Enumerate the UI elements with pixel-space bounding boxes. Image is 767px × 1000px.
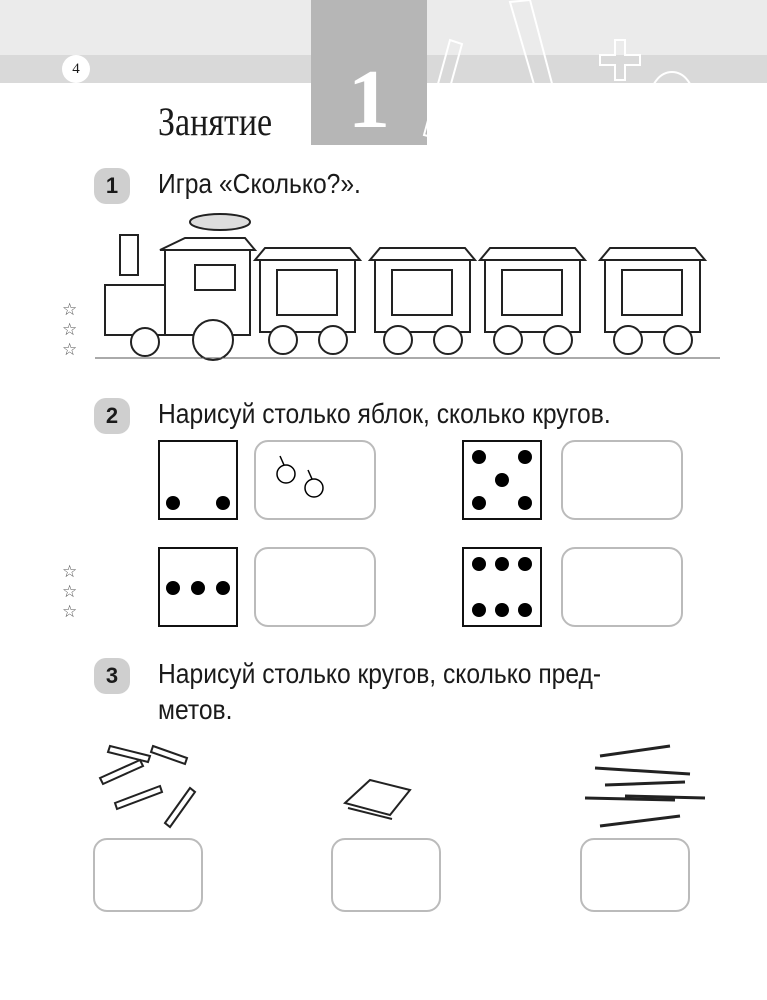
train-illustration bbox=[95, 213, 720, 361]
lesson-number-box bbox=[311, 0, 427, 145]
answer-box[interactable] bbox=[93, 838, 203, 912]
lesson-number: 1 bbox=[348, 53, 390, 146]
task-number-badge: 2 bbox=[94, 398, 130, 434]
answer-box[interactable] bbox=[331, 838, 441, 912]
task-text: Нарисуй столько яблок, сколько кругов. bbox=[158, 398, 611, 429]
dice-box bbox=[158, 547, 238, 627]
task-number-badge: 3 bbox=[94, 658, 130, 694]
answer-box[interactable] bbox=[254, 440, 376, 520]
dice-box bbox=[462, 547, 542, 627]
task-text: Игра «Сколько?». bbox=[158, 168, 361, 199]
answer-box[interactable] bbox=[580, 838, 690, 912]
napkins-illustration bbox=[342, 778, 412, 820]
dice-box bbox=[158, 440, 238, 520]
dice-box bbox=[462, 440, 542, 520]
answer-box[interactable] bbox=[254, 547, 376, 627]
apple-drawing-icon bbox=[276, 455, 324, 498]
difficulty-stars: ☆☆☆ bbox=[62, 562, 78, 621]
difficulty-stars: ☆☆☆ bbox=[62, 300, 78, 359]
school-supplies-decoration-icon bbox=[422, 0, 695, 140]
page-number: 4 bbox=[62, 55, 90, 83]
answer-box[interactable] bbox=[561, 440, 683, 520]
answer-box[interactable] bbox=[561, 547, 683, 627]
pencils-illustration bbox=[584, 744, 706, 828]
task-text: Нарисуй столько кругов, сколько пред- bbox=[158, 658, 602, 689]
lesson-title: Занятие bbox=[158, 99, 273, 144]
task-text: метов. bbox=[158, 694, 233, 725]
markers-illustration bbox=[98, 744, 197, 829]
task-number-badge: 1 bbox=[94, 168, 130, 204]
